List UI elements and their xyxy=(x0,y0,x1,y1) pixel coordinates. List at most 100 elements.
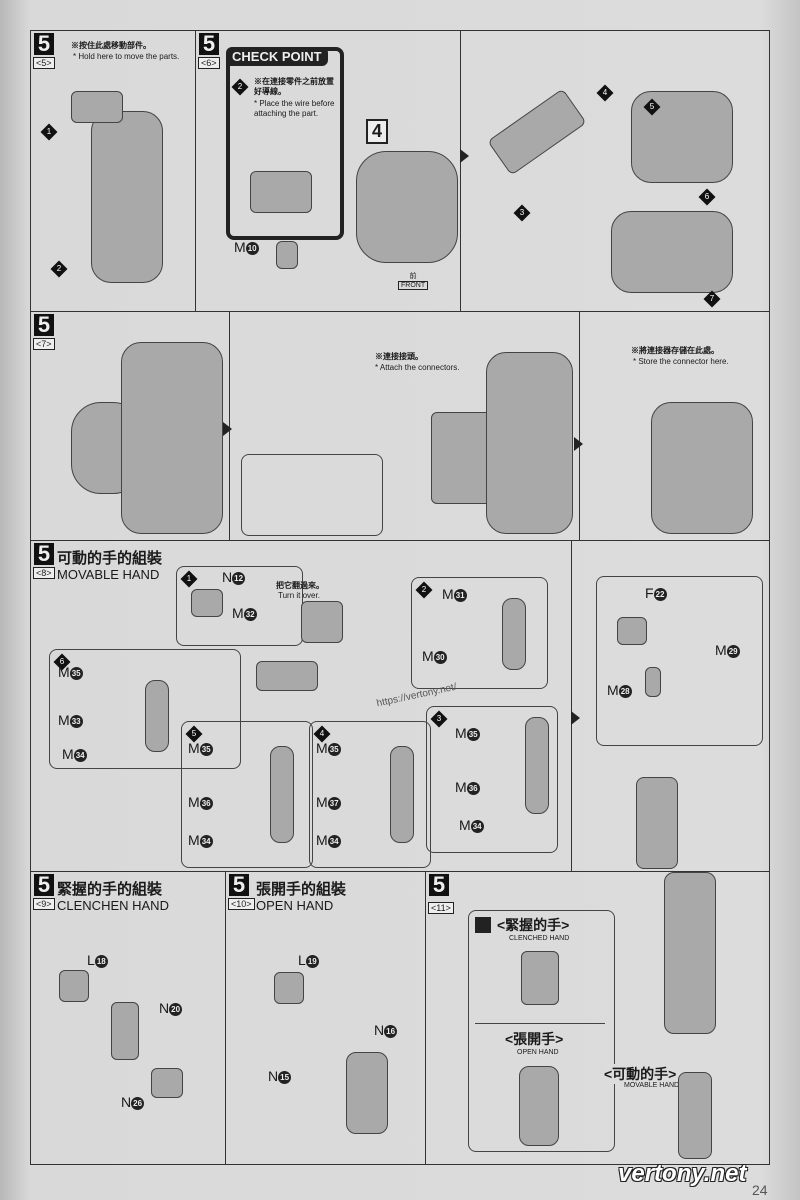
hand-frame-part xyxy=(301,601,343,643)
next-arrow-icon xyxy=(571,711,580,725)
body-illustration xyxy=(121,342,223,534)
substep-label: <6> xyxy=(198,57,220,69)
finger-part xyxy=(145,680,169,752)
section-title-zh: 張開手的組裝 xyxy=(256,881,347,898)
body-illustration xyxy=(486,352,573,534)
finger-part xyxy=(270,746,294,843)
body-illustration-2 xyxy=(611,211,733,293)
substep-label: <10> xyxy=(228,898,255,910)
step-5-5-panel: 5 <5> ※按住此處移動部件。 * Hold here to move the… xyxy=(30,30,196,312)
connector-detail-box xyxy=(241,454,383,536)
note-zh: ※按住此處移動部件。 xyxy=(71,41,151,50)
check-point-box: CHECK POINT 2 ※在連接零件之前放置好導線。 * Place the… xyxy=(226,47,344,240)
arm-part-illustration xyxy=(91,111,163,283)
assembled-hand xyxy=(636,777,678,869)
next-arrow-icon xyxy=(223,422,232,436)
note-en: * Hold here to move the parts. xyxy=(73,52,180,61)
wrist-joint-part xyxy=(645,667,661,697)
check-point-heading: CHECK POINT xyxy=(226,47,328,66)
note-zh: ※將連接器存儲在此處。 xyxy=(631,346,719,355)
marker-2: 2 xyxy=(231,78,249,96)
hand-options-box: <緊握的手> CLENCHED HAND <張開手> OPEN HAND xyxy=(468,910,615,1152)
note-zh: ※在連接零件之前放置好導線。 xyxy=(254,77,334,96)
open-hand-part xyxy=(346,1052,388,1134)
step-5-6-panel: 5 <6> CHECK POINT 2 ※在連接零件之前放置好導線。 * Pla… xyxy=(195,30,461,312)
torso-illustration xyxy=(356,151,458,263)
arm-illustration xyxy=(487,88,587,176)
substep-label: <8> xyxy=(33,567,55,579)
section-title-en: CLENCHEN HAND xyxy=(57,898,169,913)
palm-cover-part xyxy=(274,972,304,1004)
note-en: * Store the connector here. xyxy=(633,357,729,366)
section-title-en: MOVABLE HAND xyxy=(57,567,160,582)
clenched-hand-label: <緊握的手> xyxy=(497,917,570,933)
marker-5: 5 xyxy=(643,98,661,116)
step-number: 5 xyxy=(429,874,449,896)
section-title-en: OPEN HAND xyxy=(256,898,334,913)
substep-label: <11> xyxy=(428,902,454,914)
substep-label: <7> xyxy=(33,338,55,350)
note-zh: 把它翻過來。 xyxy=(276,581,324,590)
section-title-zh: 可動的手的組裝 xyxy=(57,550,163,567)
open-hand-illustration xyxy=(519,1066,559,1146)
step-number: 5 xyxy=(34,33,54,55)
finger-part xyxy=(390,746,414,843)
watermark-site: vertony.net xyxy=(618,1160,747,1187)
hand-base-part xyxy=(191,589,223,617)
arm-illustration xyxy=(651,402,753,534)
step-number: 5 xyxy=(199,33,219,55)
substep-label: <5> xyxy=(33,57,55,69)
note-en: Turn it over. xyxy=(278,591,320,600)
marker-6: 6 xyxy=(698,188,716,206)
next-arrow-icon xyxy=(574,437,583,451)
m10-part xyxy=(276,241,298,269)
thumb-part xyxy=(502,598,526,670)
movable-hand-label-en: MOVABLE HAND xyxy=(624,1082,680,1089)
step-5-11-panel: 5 <11> <緊握的手> CLENCHED HAND <張開手> OPEN H… xyxy=(425,871,770,1165)
step-number: 5 xyxy=(229,874,249,896)
clenched-hand-illustration xyxy=(521,951,559,1005)
option-icon xyxy=(475,917,491,933)
marker-1: 1 xyxy=(40,123,58,141)
open-hand-label-en: OPEN HAND xyxy=(517,1049,559,1056)
hand-frame-part xyxy=(111,1002,139,1060)
clenched-hand-label-en: CLENCHED HAND xyxy=(509,935,570,942)
finger-part xyxy=(525,717,549,814)
fist-part xyxy=(151,1068,183,1098)
movable-hand-illustration xyxy=(678,1072,712,1159)
next-arrow-icon xyxy=(460,149,469,163)
note-en: * Place the wire before attaching the pa… xyxy=(254,99,335,118)
